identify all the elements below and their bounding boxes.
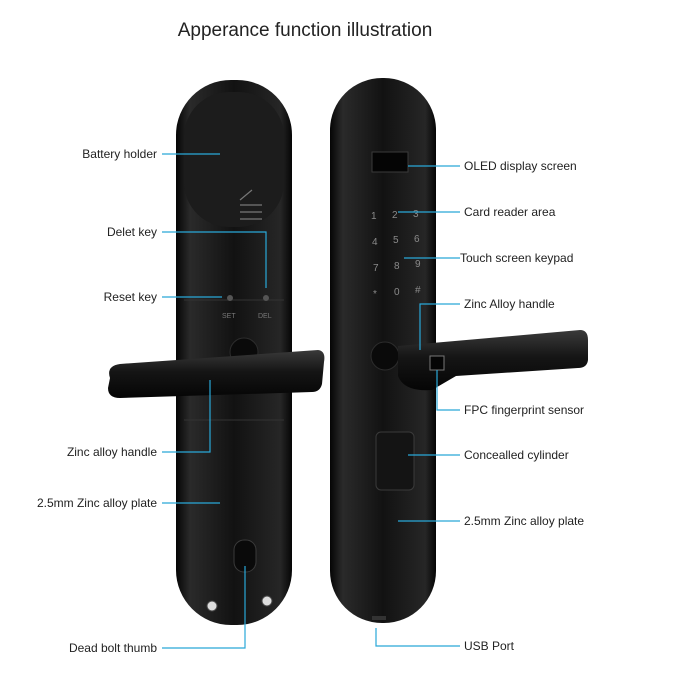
front-panel: 1 2 3 4 5 6 7 8 9 * 0 # bbox=[330, 78, 588, 623]
label-zinc-alloy-handle-back: Zinc alloy handle bbox=[66, 445, 157, 459]
keypad-key: 5 bbox=[393, 235, 399, 246]
label-zinc-alloy-handle-front: Zinc Alloy handle bbox=[464, 297, 555, 311]
label-keypad: Touch screen keypad bbox=[460, 251, 574, 265]
leader-delet-key bbox=[162, 231, 267, 288]
label-plate-back: 2.5mm Zinc alloy plate bbox=[36, 496, 157, 510]
set-key-label: SET bbox=[222, 313, 236, 320]
battery-cover bbox=[184, 92, 284, 227]
keypad-key: 4 bbox=[372, 237, 378, 248]
leader-fingerprint bbox=[436, 370, 460, 411]
label-plate-front: 2.5mm Zinc alloy plate bbox=[464, 514, 585, 528]
leader-usb bbox=[375, 628, 460, 647]
label-cylinder: Concealled cylinder bbox=[464, 448, 569, 462]
oled-display bbox=[371, 151, 409, 173]
keypad-key: 6 bbox=[414, 234, 420, 245]
screw bbox=[206, 600, 218, 612]
delet-key-hole bbox=[263, 295, 269, 301]
keypad-key: 9 bbox=[415, 259, 421, 270]
back-panel: SET DEL bbox=[108, 80, 325, 625]
back-handle bbox=[108, 350, 325, 398]
keypad: 1 2 3 4 5 6 7 8 9 * 0 # bbox=[371, 209, 421, 300]
label-oled: OLED display screen bbox=[464, 159, 577, 173]
keypad-key: 8 bbox=[394, 261, 400, 272]
reset-key-hole bbox=[227, 295, 233, 301]
usb-port bbox=[372, 616, 386, 620]
label-delet-key: Delet key bbox=[106, 225, 157, 239]
label-card-reader: Card reader area bbox=[464, 205, 556, 219]
leader-zinc-alloy-handle-front bbox=[419, 303, 460, 350]
leader-lines bbox=[162, 153, 460, 649]
leader-dead-bolt-thumb bbox=[162, 566, 246, 649]
keypad-key: 7 bbox=[373, 263, 379, 274]
keypad-key: 2 bbox=[392, 210, 398, 221]
label-dead-bolt-thumb: Dead bolt thumb bbox=[68, 641, 157, 655]
concealed-cylinder bbox=[375, 431, 415, 491]
battery-arrow-icon bbox=[239, 189, 262, 220]
label-battery-holder: Battery holder bbox=[82, 147, 157, 161]
keypad-key: * bbox=[373, 289, 377, 300]
page-title: Apperance function illustration bbox=[177, 20, 433, 41]
del-key-label: DEL bbox=[258, 313, 272, 320]
keypad-key: 0 bbox=[394, 287, 400, 298]
label-fingerprint: FPC fingerprint sensor bbox=[464, 403, 585, 417]
keypad-key: # bbox=[415, 285, 421, 296]
front-handle bbox=[398, 330, 588, 391]
keypad-key: 3 bbox=[413, 209, 419, 220]
fingerprint-sensor bbox=[429, 355, 445, 371]
label-reset-key: Reset key bbox=[103, 290, 157, 304]
screw bbox=[261, 595, 273, 607]
keypad-key: 1 bbox=[371, 211, 377, 222]
label-usb: USB Port bbox=[464, 639, 515, 653]
leader-zinc-alloy-handle-back bbox=[162, 380, 211, 453]
